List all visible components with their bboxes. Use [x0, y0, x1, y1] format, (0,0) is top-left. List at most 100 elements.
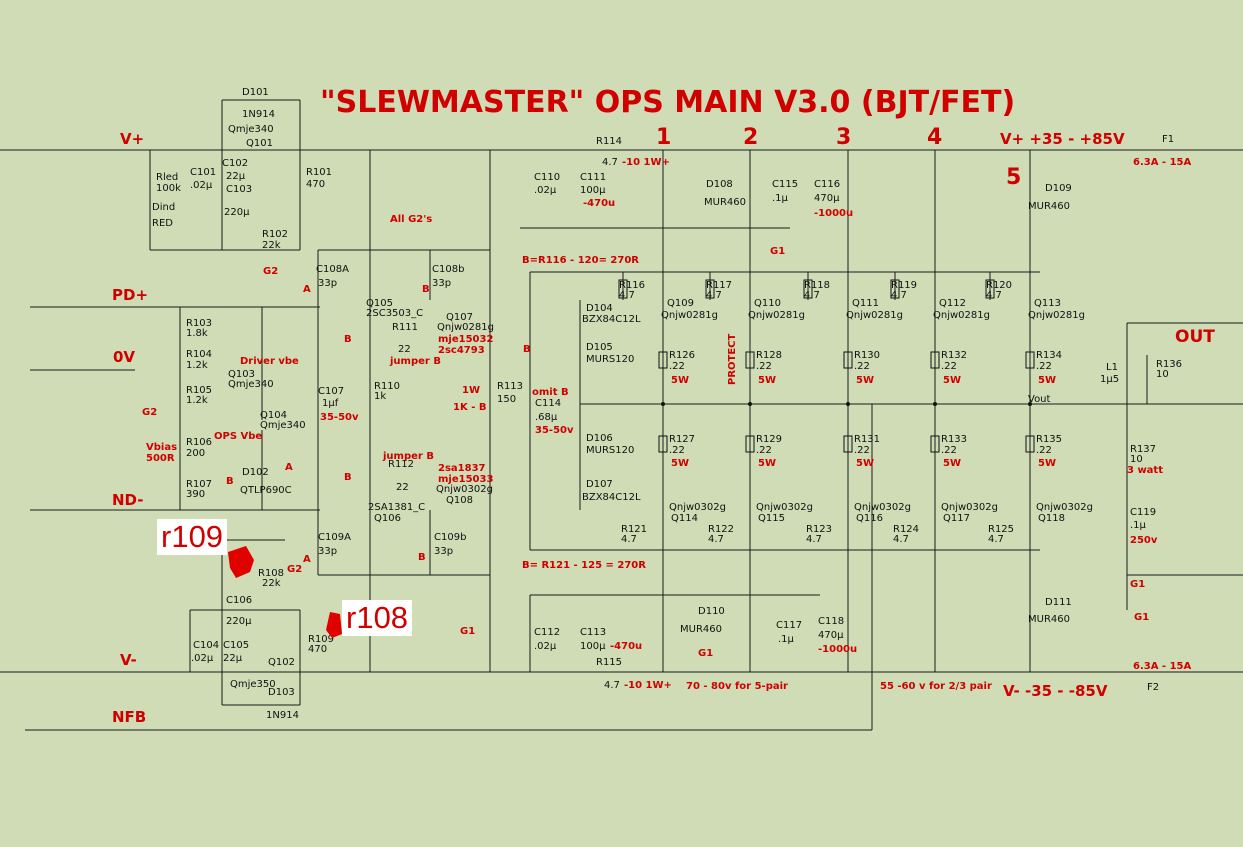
emitter-resistor-upper: [930, 351, 940, 369]
upper-transistor-label: Q111: [852, 298, 879, 309]
svg-text:1N914: 1N914: [242, 109, 275, 120]
lower-transistor-part: Qnjw0302g: [1036, 502, 1093, 513]
svg-text:mje15032: mje15032: [438, 334, 493, 345]
rail-0v: 0V: [113, 348, 135, 366]
note-ops-vbe: OPS Vbe: [214, 431, 262, 442]
gate-resistor-upper: [705, 279, 715, 299]
svg-text:Qnjw0302g: Qnjw0302g: [436, 484, 493, 495]
svg-text:D102: D102: [242, 467, 269, 478]
svg-text:BZX84C12L: BZX84C12L: [582, 314, 641, 325]
svg-text:10: 10: [1130, 454, 1143, 465]
note-b-top: B=R116 - 120= 270R: [522, 255, 639, 266]
upper-emitter-resistor-watt: 5W: [758, 375, 776, 386]
lower-emitter-resistor-watt: 5W: [943, 458, 961, 469]
svg-text:33p: 33p: [432, 278, 451, 289]
ground-g1-bottom: G1: [460, 626, 475, 637]
svg-text:BZX84C12L: BZX84C12L: [582, 492, 641, 503]
svg-text:470: 470: [308, 644, 327, 655]
svg-text:22k: 22k: [262, 578, 281, 589]
svg-text:1.2k: 1.2k: [186, 360, 208, 371]
svg-text:MURS120: MURS120: [586, 354, 634, 365]
lower-emitter-resistor-label: R129: [756, 434, 782, 445]
svg-text:Q106: Q106: [374, 513, 401, 524]
gate-resistor-upper: [803, 279, 813, 299]
svg-text:mje15033: mje15033: [438, 474, 493, 485]
emitter-resistor-lower: [745, 435, 755, 453]
svg-text:.68µ: .68µ: [535, 412, 558, 423]
svg-text:2SC3503_C: 2SC3503_C: [366, 308, 423, 319]
svg-text:R101: R101: [306, 167, 332, 178]
svg-text:R102: R102: [262, 229, 288, 240]
note-a-mid: A: [285, 462, 293, 473]
upper-transistor-label: Q112: [939, 298, 966, 309]
emitter-resistor-lower: [1025, 435, 1035, 453]
svg-text:MUR460: MUR460: [1028, 201, 1070, 212]
upper-emitter-resistor-watt: 5W: [671, 375, 689, 386]
note-jumper-bottom: jumper B: [382, 451, 434, 462]
svg-text:.02µ: .02µ: [190, 180, 213, 191]
svg-text:100µ: 100µ: [580, 641, 606, 652]
svg-text:Q105: Q105: [366, 298, 393, 309]
emitter-resistor-lower: [658, 435, 668, 453]
gate-resistor-upper: [618, 279, 628, 299]
ground-g2-bottom: G2: [287, 564, 302, 575]
svg-text:Q104: Q104: [260, 410, 287, 421]
note-b-d102: B: [226, 476, 234, 487]
svg-text:C108b: C108b: [432, 264, 464, 275]
lower-emitter-resistor-value: .22: [941, 445, 957, 456]
svg-text:220µ: 220µ: [224, 207, 250, 218]
gate-resistor-upper-value: 4.7: [986, 290, 1002, 301]
svg-text:C105: C105: [223, 640, 249, 651]
gate-resistor-lower-value: 4.7: [988, 534, 1004, 545]
gate-resistor-lower-value: 4.7: [621, 534, 637, 545]
trunk-wires: [149, 99, 1040, 706]
svg-text:-10 1W+: -10 1W+: [622, 157, 670, 168]
note-b-q105: B: [344, 334, 352, 345]
note-c107-volt: 35-50v: [320, 412, 359, 423]
svg-text:D109: D109: [1045, 183, 1072, 194]
rail-vplus-range: V+ +35 - +85V: [1000, 130, 1125, 148]
emitter-resistor-upper: [1025, 351, 1035, 369]
stage-number-5: 5: [1006, 165, 1021, 190]
svg-text:Q108: Q108: [446, 495, 473, 506]
svg-text:Dind: Dind: [152, 202, 175, 213]
svg-text:22µ: 22µ: [226, 171, 246, 182]
stage-number-1: 1: [656, 125, 671, 150]
svg-text:100µ: 100µ: [580, 185, 606, 196]
note-1w: 1W: [462, 385, 480, 396]
gate-resistor-upper-value: 4.7: [891, 290, 907, 301]
svg-text:F1: F1: [1162, 134, 1174, 145]
svg-text:C106: C106: [226, 595, 252, 606]
lower-emitter-resistor-value: .22: [756, 445, 772, 456]
note-jumper-top: jumper B: [389, 356, 441, 367]
lower-emitter-resistor-value: .22: [1036, 445, 1052, 456]
ground-g1-top: G1: [770, 246, 785, 257]
svg-text:470µ: 470µ: [814, 193, 840, 204]
note-all-g2: All G2's: [390, 214, 432, 225]
svg-text:MUR460: MUR460: [704, 197, 746, 208]
stage-number-4: 4: [927, 125, 942, 150]
note-driver-vbe: Driver vbe: [240, 356, 299, 367]
svg-text:1.2k: 1.2k: [186, 395, 208, 406]
stage-number-2: 2: [743, 125, 758, 150]
svg-text:MURS120: MURS120: [586, 445, 634, 456]
lower-transistor-label: Q118: [1038, 513, 1065, 524]
svg-text:D103: D103: [268, 687, 295, 698]
svg-text:1N914: 1N914: [266, 710, 299, 721]
svg-text:-1000u: -1000u: [818, 644, 857, 655]
svg-text:-470u: -470u: [583, 198, 615, 209]
upper-emitter-resistor-label: R132: [941, 350, 967, 361]
note-c114-volt: 35-50v: [535, 425, 574, 436]
svg-text:R110: R110: [374, 381, 400, 392]
svg-text:R103: R103: [186, 318, 212, 329]
upper-transistor-part: Qnjw0281g: [1028, 310, 1085, 321]
lower-transistor-label: Q115: [758, 513, 785, 524]
svg-text:MUR460: MUR460: [1028, 614, 1070, 625]
upper-transistor-part: Qnjw0281g: [933, 310, 990, 321]
svg-text:Rled: Rled: [156, 172, 178, 183]
svg-text:4.7: 4.7: [602, 157, 618, 168]
lower-transistor-part: Qnjw0302g: [941, 502, 998, 513]
svg-text:Q103: Q103: [228, 369, 255, 380]
upper-emitter-resistor-value: .22: [669, 361, 685, 372]
